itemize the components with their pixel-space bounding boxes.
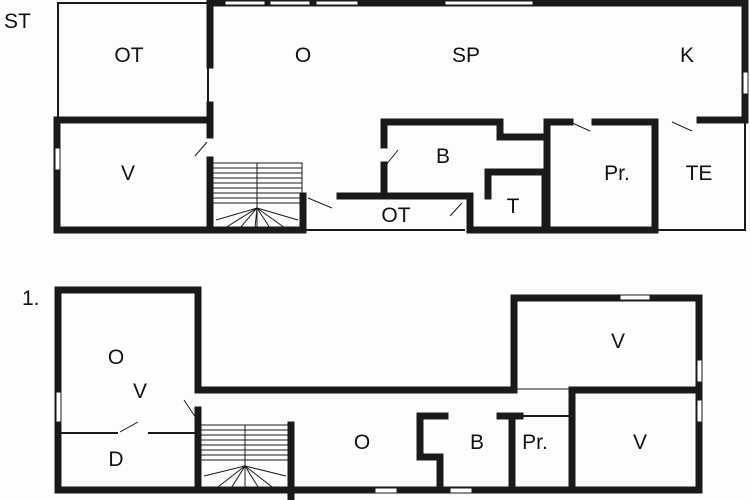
door-swing [194,141,208,157]
window [742,71,749,95]
window [619,294,651,301]
room-label: OT [381,204,410,227]
window [269,0,311,6]
room-label: O [354,431,370,454]
room-label: V [633,431,647,454]
door-swing [449,202,463,217]
staircase [199,424,291,491]
door-swing [183,399,197,419]
exterior-wall [206,0,749,124]
room-label: O [108,346,124,369]
door-swing [671,121,693,132]
room-label: Pr. [522,431,548,454]
floor-label-ground: ST [4,10,31,33]
wall [53,116,214,234]
window [696,359,703,383]
window [374,487,398,494]
room-label: TE [686,162,713,185]
window [696,399,703,423]
door-swing [119,421,139,433]
room-label: B [436,145,450,168]
staircase [211,162,303,229]
wall [416,412,449,494]
window [55,391,62,423]
wall [655,120,746,231]
room-label: Pr. [604,162,630,185]
wall [568,386,703,494]
room-label: D [108,448,123,471]
room-label: V [121,162,135,185]
ground-floor: ST [4,0,749,234]
room-label: V [611,330,625,353]
window [54,147,61,171]
door-swing [307,197,333,209]
window [449,487,473,494]
room-label: SP [452,44,480,67]
wall [53,192,307,234]
wall [336,192,549,234]
exterior-wall [54,286,703,494]
wall [520,390,571,417]
floor-label-first: 1. [22,287,40,310]
window [224,0,266,6]
first-floor: 1. O V V D O [22,286,703,500]
window [315,0,359,6]
room-label: K [680,44,694,67]
room-label: V [133,380,147,403]
wall [541,118,659,234]
room-label: B [470,431,484,454]
wall [496,412,524,494]
room-label: OT [114,44,143,67]
room-label: T [507,195,520,218]
door-swing [385,149,399,166]
window [444,0,534,6]
wall [380,118,549,149]
door-swing [569,121,591,132]
room-label: O [295,44,311,67]
wall [543,118,574,234]
